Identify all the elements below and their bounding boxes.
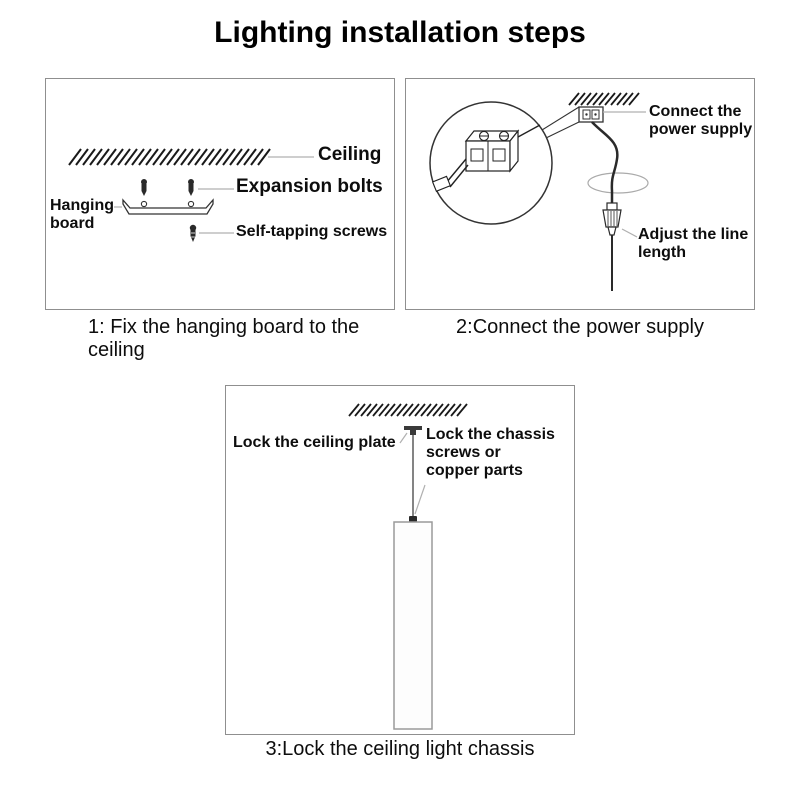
junction-box-drawing [578, 106, 604, 123]
step1-drawing [68, 148, 314, 242]
step2-caption: 2:Connect the power supply [456, 316, 704, 338]
ceiling-plate-drawing [404, 426, 422, 435]
ceiling-hole-ellipse [587, 172, 649, 194]
ceiling-hatch [348, 403, 468, 417]
ceiling-hatch [568, 92, 640, 106]
step3-drawing [348, 403, 468, 730]
step1-caption: 1: Fix the hanging board to the ceiling [88, 316, 360, 361]
callout-line [545, 121, 580, 139]
expansion-bolts-label: Expansion bolts [236, 176, 383, 197]
self-tapping-screws-label: Self-tapping screws [236, 223, 388, 240]
step3-panel [225, 385, 575, 735]
page-title: Lighting installation steps [214, 16, 586, 49]
hanging-board-label: Hanging board [50, 197, 114, 232]
cable-adjuster-icon [602, 202, 622, 291]
connect-power-label: Connect the power supply [649, 103, 753, 138]
lock-ceiling-plate-label: Lock the ceiling plate [233, 434, 396, 451]
self-tapping-screw-icon [189, 224, 197, 242]
lock-chassis-leader-line [414, 484, 426, 515]
step3-caption: 3:Lock the ceiling light chassis [265, 738, 535, 760]
lock-plate-leader-line [399, 432, 408, 444]
terminal-block-drawing [431, 124, 541, 192]
ceiling-label: Ceiling [318, 144, 382, 165]
expansion-bolt-icon [141, 179, 147, 196]
adjust-line-label: Adjust the line length [638, 226, 749, 261]
chassis-connector-icon [409, 516, 417, 522]
step2-panel [405, 78, 755, 310]
magnifier-detail [429, 101, 553, 225]
callout-line [541, 106, 580, 131]
pendant-lamp-drawing [393, 521, 433, 730]
expansion-bolt-icon [188, 179, 194, 196]
hanging-board-drawing [122, 198, 214, 215]
ceiling-hatch [68, 148, 271, 166]
adjust-line-leader-line [621, 228, 638, 238]
step1-panel [45, 78, 395, 310]
power-cable-drawing [591, 121, 619, 203]
step2-drawing [429, 92, 649, 291]
lock-chassis-label: Lock the chassis screws or copper parts [426, 426, 555, 479]
